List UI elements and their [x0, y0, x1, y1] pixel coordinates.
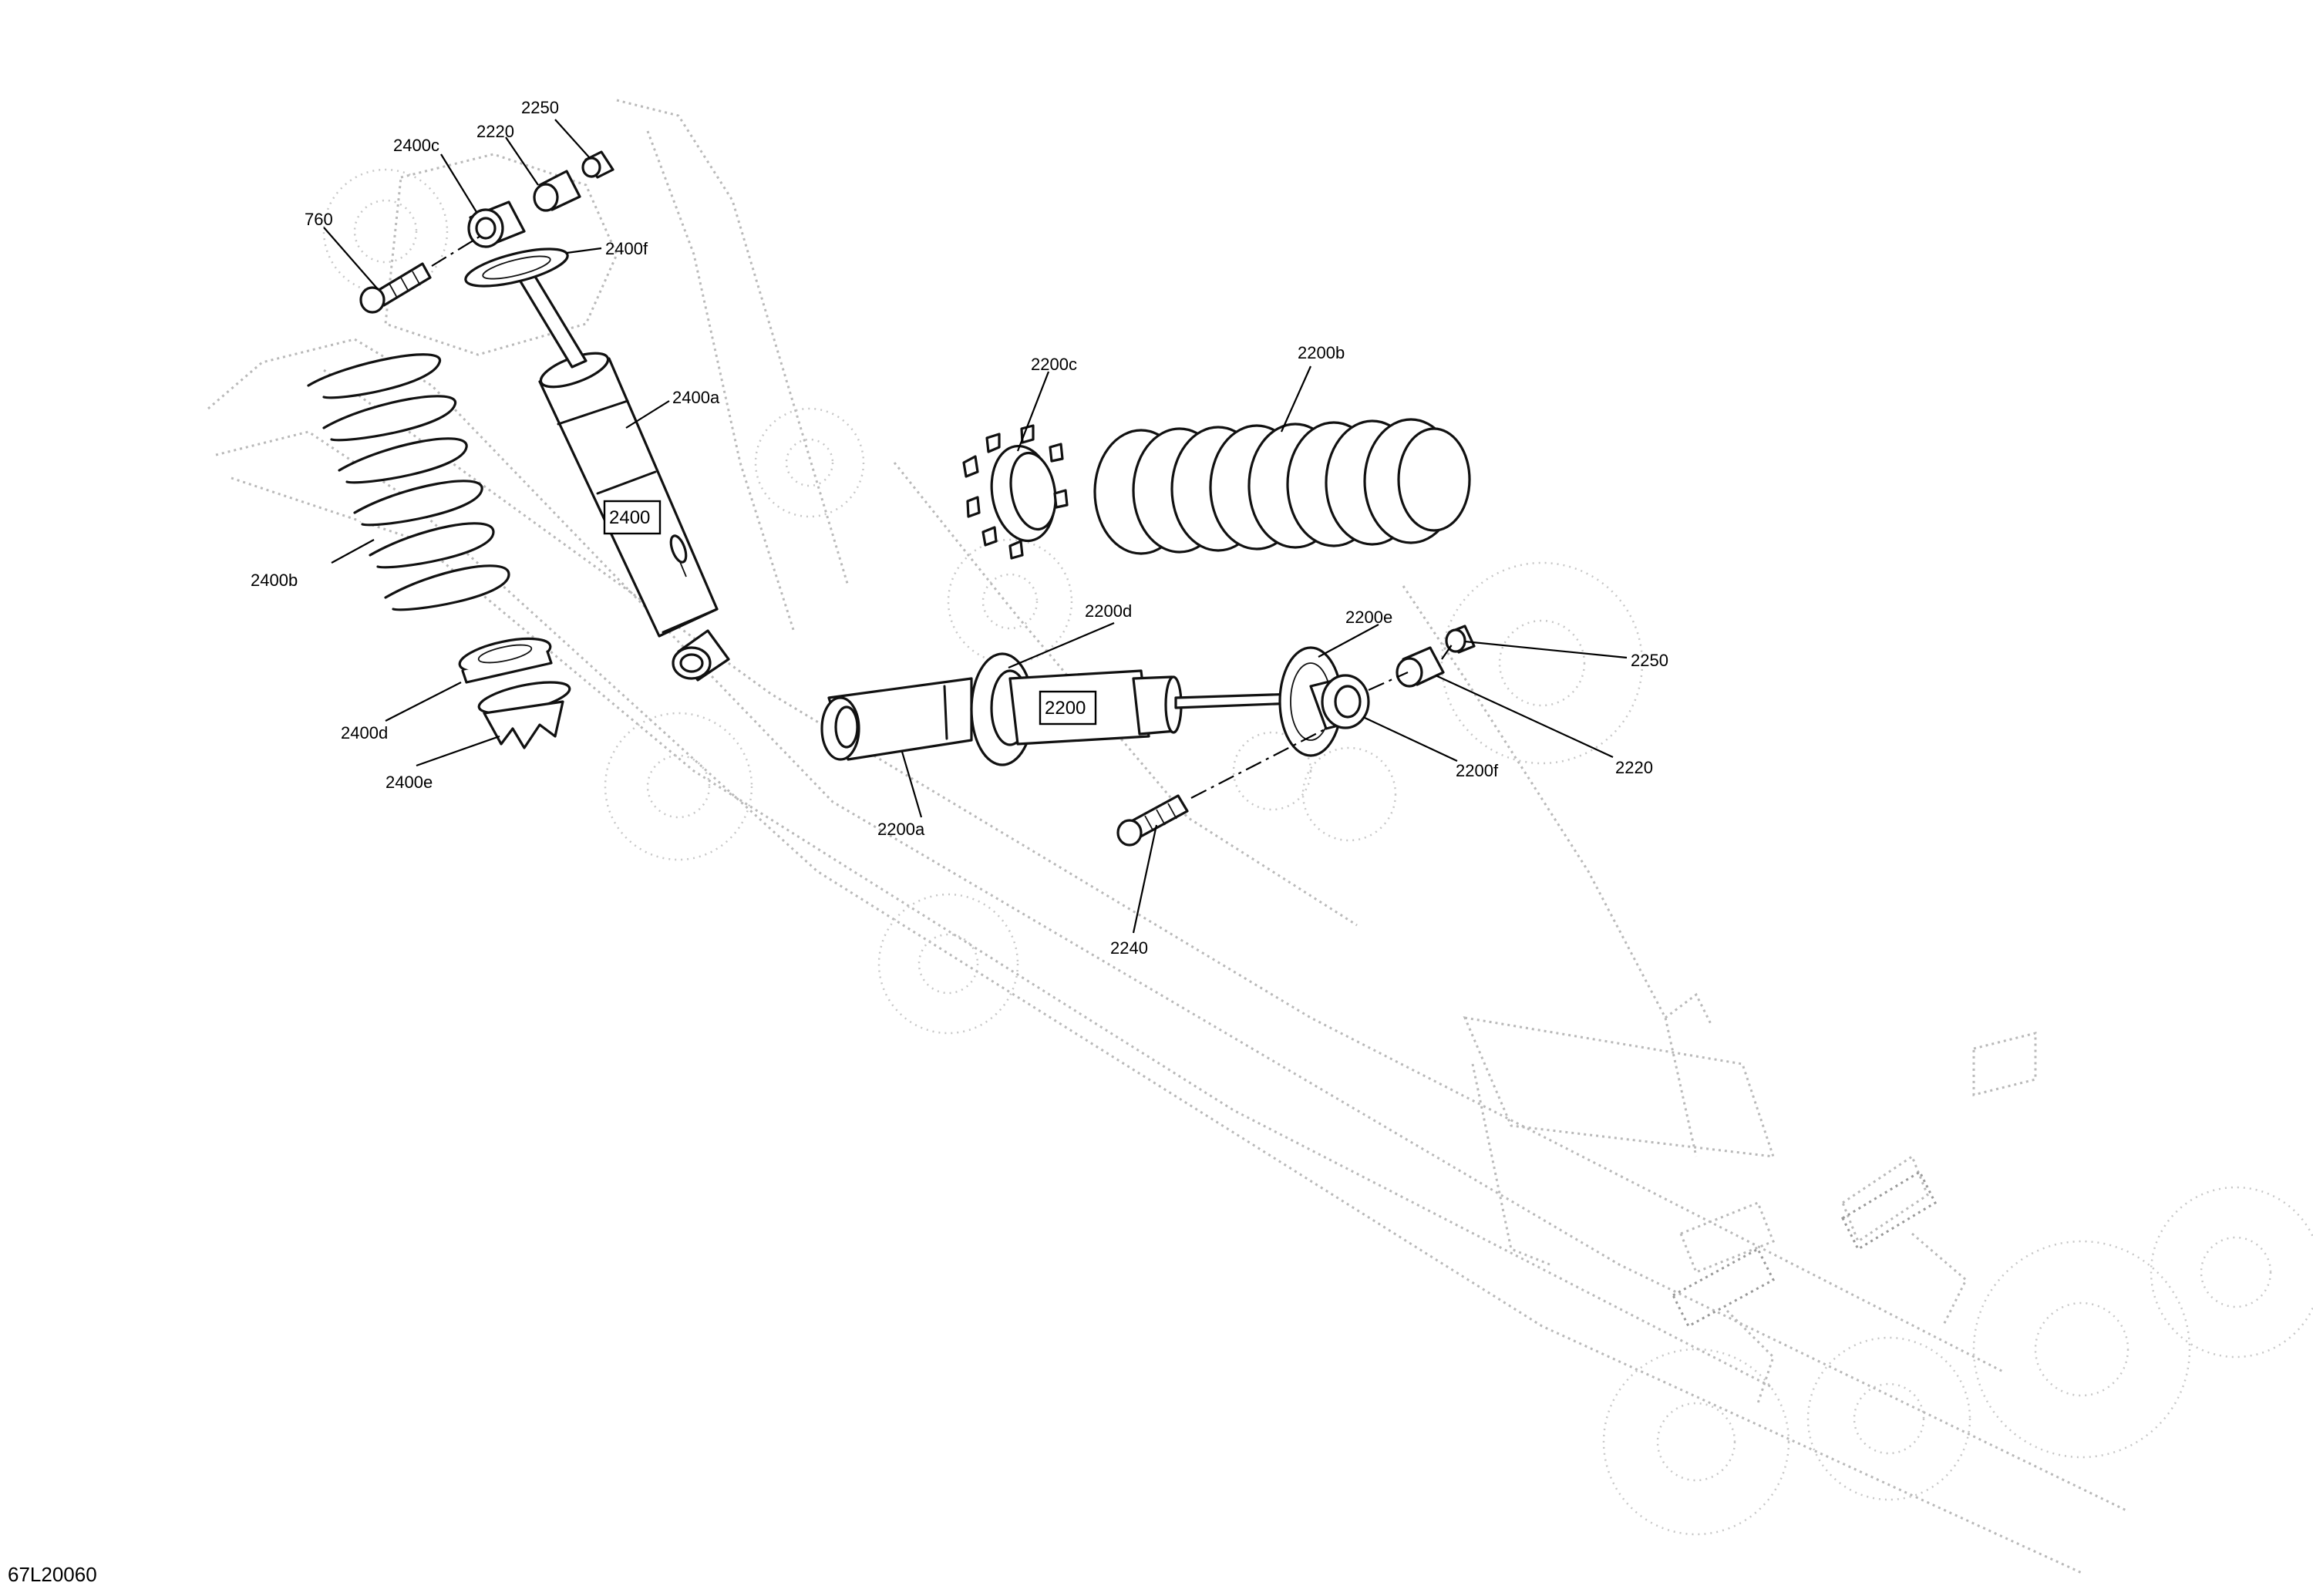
eyelet-2200f — [1309, 674, 1370, 730]
adjuster-cam-2400e — [477, 681, 571, 749]
box-2400-label: 2400 — [609, 507, 650, 528]
boxed-assembly-labels: 2400 2200 — [603, 500, 1097, 726]
callout-2200f: 2200f — [1456, 761, 1499, 780]
spacer-2250-top — [581, 150, 614, 179]
leader-lines — [323, 119, 1628, 934]
spring-seat-2400f — [464, 247, 569, 288]
bolt-2240 — [1116, 794, 1189, 847]
callout-2240: 2240 — [1110, 938, 1148, 958]
callout-2200a: 2200a — [877, 820, 925, 839]
callout-2250-right: 2250 — [1631, 651, 1668, 670]
callout-labels: 2250 2220 2400c 760 2400f 2400a 2400b 24… — [251, 98, 1668, 958]
callout-2400a: 2400a — [672, 388, 720, 407]
callout-2250-top: 2250 — [521, 98, 559, 117]
callout-2400c: 2400c — [393, 136, 439, 155]
assembly-axis-lines — [431, 234, 1455, 799]
callout-2400f: 2400f — [605, 239, 648, 258]
spacer-2250-right — [1445, 625, 1476, 654]
callout-2200c: 2200c — [1031, 355, 1077, 374]
coil-spring-2400b — [307, 353, 510, 611]
bushing-2220-right — [1396, 646, 1445, 688]
box-2400-frame — [603, 500, 662, 535]
callout-2220-top: 2220 — [476, 122, 514, 141]
front-shock-assembly — [307, 150, 730, 749]
callout-760: 760 — [305, 210, 333, 229]
coil-spring-2200b — [1093, 418, 1471, 555]
rear-shock-assembly — [820, 418, 1476, 847]
bushing-2220-top — [533, 170, 581, 212]
ghosted-suspension-frame — [207, 99, 2313, 1574]
shock-body-2200a — [820, 677, 973, 761]
callout-2400e: 2400e — [386, 773, 433, 792]
callout-2200d: 2200d — [1085, 601, 1132, 621]
callout-2200e: 2200e — [1345, 608, 1392, 627]
callout-2220-right: 2220 — [1615, 758, 1653, 777]
callout-2400d: 2400d — [341, 723, 388, 742]
callout-2200b: 2200b — [1298, 343, 1345, 362]
drawing-number: 67L20060 — [8, 1563, 97, 1586]
preload-ring-2200c — [962, 424, 1069, 560]
box-2200-frame — [1039, 690, 1097, 726]
bolt-760 — [359, 262, 432, 314]
callout-2400b: 2400b — [251, 571, 298, 590]
box-2200-label: 2200 — [1045, 698, 1086, 719]
spring-seat-2400d — [458, 637, 553, 684]
